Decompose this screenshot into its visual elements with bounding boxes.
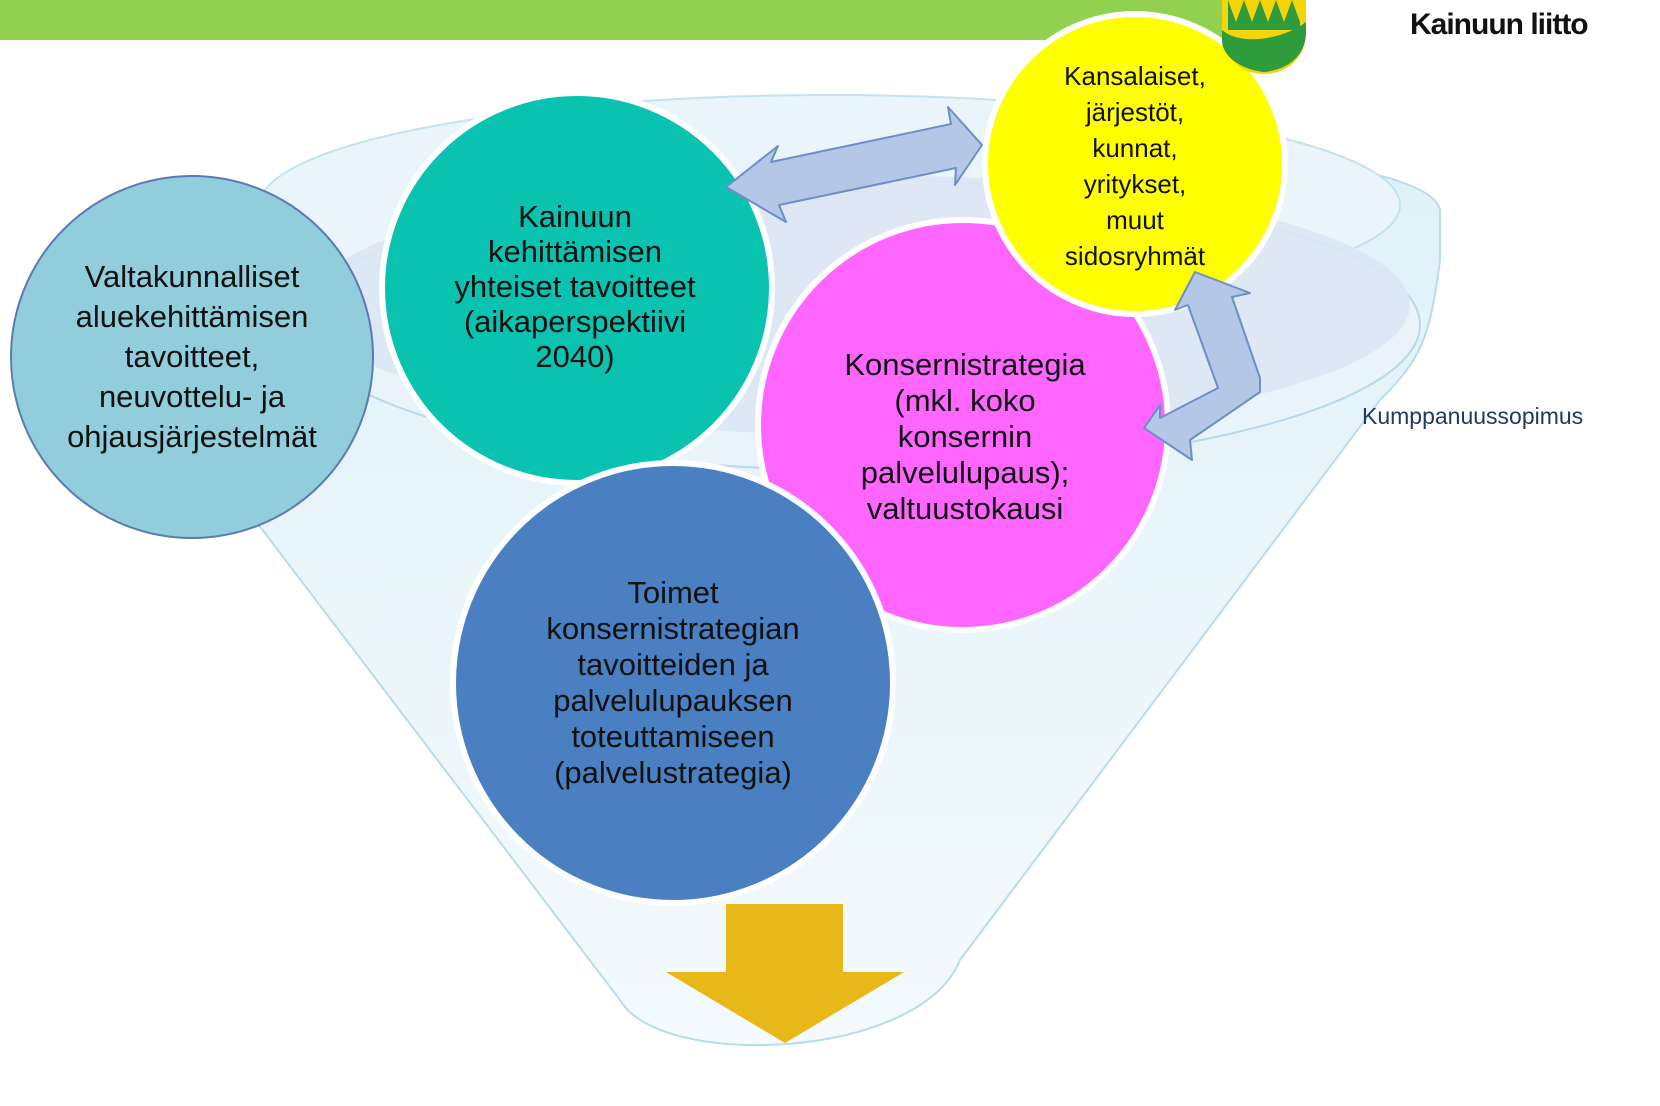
national-line-1: Valtakunnalliset (84, 259, 300, 294)
kainuu-logo-icon (1222, 0, 1306, 74)
national-line-4: neuvottelu- ja (98, 379, 286, 414)
group-strategy-text: Konsernistrategia (mkl. koko konsernin p… (820, 332, 1110, 542)
stakeholders-line-1: Kansalaiset, (1064, 61, 1206, 91)
national-line-2: aluekehittämisen (75, 299, 309, 334)
logo-text: Kainuun liitto (1410, 8, 1589, 41)
kainuu-line-2: kehittämisen (487, 233, 663, 269)
stakeholders-text: Kansalaiset, järjestöt, kunnat, yritykse… (1030, 56, 1240, 276)
circle-stakeholders (982, 11, 1288, 317)
stakeholders-line-5: muut (1106, 205, 1164, 235)
circle-national-goals (10, 175, 374, 539)
actions-line-1: Toimet (627, 575, 719, 610)
actions-text: Toimet konsernistrategian tavoitteiden j… (503, 568, 843, 798)
kainuu-goals-text: Kainuun kehittämisen yhteiset tavoitteet… (420, 186, 730, 386)
kainuu-line-1: Kainuun (518, 198, 632, 234)
double-arrow-strategy-stakeholders (1143, 271, 1261, 461)
stakeholders-line-2: järjestöt, (1085, 97, 1185, 127)
header-bar (0, 0, 1245, 40)
strategy-line-3: konsernin (897, 419, 1033, 454)
partnership-label: Kumppanuussopimus (1362, 403, 1584, 429)
stakeholders-line-6: sidosryhmät (1064, 241, 1206, 271)
stakeholders-line-4: yritykset, (1083, 169, 1187, 199)
circle-actions (450, 460, 896, 906)
strategy-line-5: valtuustokausi (866, 491, 1064, 526)
kainuu-line-3: yhteiset tavoitteet (454, 268, 696, 304)
stakeholders-line-3: kunnat, (1092, 133, 1178, 163)
actions-line-6: (palvelustrategia) (554, 755, 792, 790)
actions-line-2: konsernistrategian (546, 611, 800, 646)
actions-line-5: toteuttamiseen (571, 719, 775, 754)
double-arrow-goals-stakeholders (725, 106, 983, 223)
actions-line-4: palvelulupauksen (553, 683, 793, 718)
strategy-line-4: palvelulupaus); (860, 455, 1070, 490)
national-line-3: tavoitteet, (124, 339, 260, 374)
actions-line-3: tavoitteiden ja (577, 647, 769, 682)
national-goals-text: Valtakunnalliset aluekehittämisen tavoit… (22, 230, 362, 484)
kainuu-line-5: 2040) (535, 338, 615, 374)
down-arrow (666, 904, 904, 1043)
kainuu-line-4: (aikaperspektiivi (463, 303, 687, 339)
national-line-5: ohjausjärjestelmät (67, 419, 317, 454)
strategy-line-2: (mkl. koko (894, 383, 1036, 418)
strategy-line-1: Konsernistrategia (844, 347, 1086, 382)
